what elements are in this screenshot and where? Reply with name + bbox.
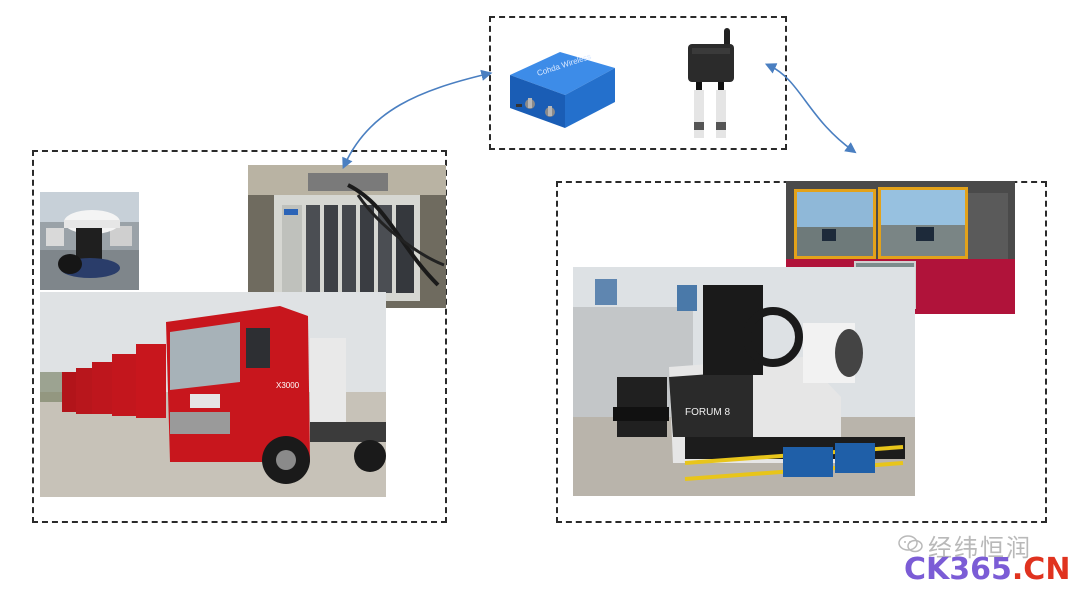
watermark-ck: CK365 — [904, 552, 1012, 587]
watermark: 经纬恒润 CK365.CN — [898, 530, 1070, 590]
vehicle-side-frame — [32, 150, 447, 523]
roadside-antenna-unit-image — [678, 26, 748, 140]
watermark-company-name: 经纬恒润 — [928, 534, 1032, 562]
link-arrow-left — [342, 69, 493, 170]
watermark-site: CK365.CN — [904, 552, 1070, 587]
link-arrow-right — [764, 63, 857, 154]
watermark-cn: CN — [1023, 552, 1071, 587]
truck-fleet-image: X3000 — [40, 292, 386, 497]
simulator-brand-label: FORUM 8 — [685, 407, 730, 418]
truck-model-label: X3000 — [276, 381, 300, 390]
gps-antenna-image — [40, 192, 139, 290]
cohda-wireless-unit-image: Cohda Wireless — [500, 40, 630, 135]
watermark-dot: . — [1011, 552, 1024, 587]
driving-simulator-image: FORUM 8 — [573, 267, 915, 496]
wechat-icon — [898, 535, 923, 553]
ni-pxi-chassis-image — [248, 165, 446, 308]
